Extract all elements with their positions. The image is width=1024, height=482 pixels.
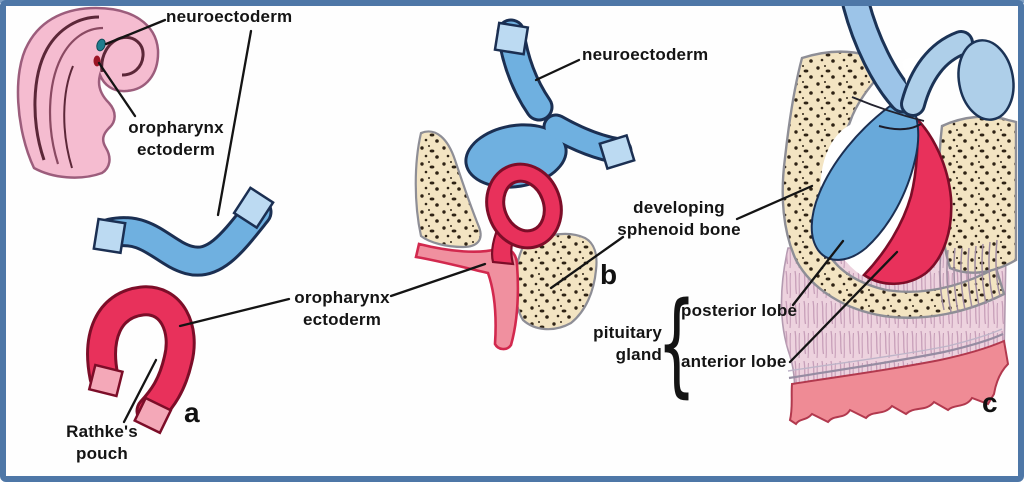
rathkes-pouch-shape: [86, 285, 196, 435]
anterior-lobe-shape: [861, 114, 953, 286]
infundibulum-stalk: [841, 0, 918, 114]
comb-texture: [939, 239, 1001, 313]
label-line: developing: [633, 198, 725, 217]
leader-anterior-lobe: [788, 250, 899, 364]
panel-letter-b: b: [600, 259, 618, 290]
leader-oropharynx-mid-right: [389, 262, 487, 298]
neuroectoderm-recess: [900, 30, 1015, 121]
label-line: gland: [615, 345, 662, 364]
label-oropharynx-ectoderm-mid: oropharynx ectoderm: [290, 287, 394, 331]
label-line: pituitary: [593, 323, 662, 342]
label-rathkes-pouch: Rathke's pouch: [50, 421, 154, 465]
lobe-contour-line: [878, 123, 922, 131]
anterior-lobe-highlight: [878, 209, 904, 243]
label-posterior-lobe: posterior lobe: [681, 301, 798, 320]
sphenoid-bone-left-c: [781, 50, 1006, 319]
leader-neuroectoderm-a: [216, 29, 253, 217]
cut-end: [87, 363, 125, 398]
sphenoid-bone-right-b: [514, 232, 598, 331]
cut-end: [493, 21, 530, 56]
label-line: pouch: [76, 444, 128, 463]
leader-oropharynx-mid-left: [178, 297, 291, 328]
pharynx-roof-band: [788, 339, 1010, 426]
label-oropharynx-ectoderm-embryo: oropharynx ectoderm: [120, 117, 232, 161]
panel-b-artwork: [414, 18, 636, 351]
leader-oropharynx-embryo: [97, 61, 137, 118]
label-neuroectoderm-a: neuroectoderm: [166, 7, 293, 26]
label-anterior-lobe: anterior lobe: [681, 352, 787, 371]
stalk-crease-line: [851, 96, 925, 122]
cut-end: [598, 133, 636, 171]
label-line: ectoderm: [136, 140, 216, 159]
embryo-illustration: [16, 6, 160, 179]
label-line: sphenoid bone: [617, 220, 741, 239]
rathkes-pouch-loop: [485, 162, 563, 250]
leader-sphenoid-to-c: [735, 184, 814, 221]
cut-end: [133, 396, 173, 435]
panel-c-artwork: [780, 0, 1018, 426]
leader-neuroectoderm-b: [534, 58, 581, 82]
neuroectoderm-dot: [96, 38, 106, 52]
leader-neuroectoderm-embryo: [104, 18, 167, 46]
panel-letter-a: a: [184, 397, 200, 428]
label-line: oropharynx: [294, 288, 390, 307]
label-line: oropharynx: [128, 118, 224, 137]
leader-rathkes-pouch: [122, 358, 158, 424]
neuroectoderm-shape-a: [92, 186, 275, 277]
leader-lines: [97, 18, 899, 424]
tissue-boundary-line: [788, 333, 1004, 380]
leader-sphenoid-to-b: [549, 235, 625, 290]
label-line: ectoderm: [302, 310, 382, 329]
pituitary-brace: {: [657, 279, 697, 409]
label-pituitary-gland: pituitary gland: [586, 322, 662, 366]
label-developing-sphenoid-bone: developing sphenoid bone: [608, 197, 750, 241]
cut-end: [232, 186, 275, 230]
leader-posterior-lobe: [791, 239, 845, 307]
panel-a-artwork: [16, 6, 275, 435]
label-line: Rathke's: [66, 422, 138, 441]
cut-end: [92, 217, 127, 255]
panel-letter-c: c: [982, 387, 998, 418]
label-neuroectoderm-b: neuroectoderm: [582, 45, 709, 64]
sphenoid-bone-left-b: [414, 130, 482, 249]
